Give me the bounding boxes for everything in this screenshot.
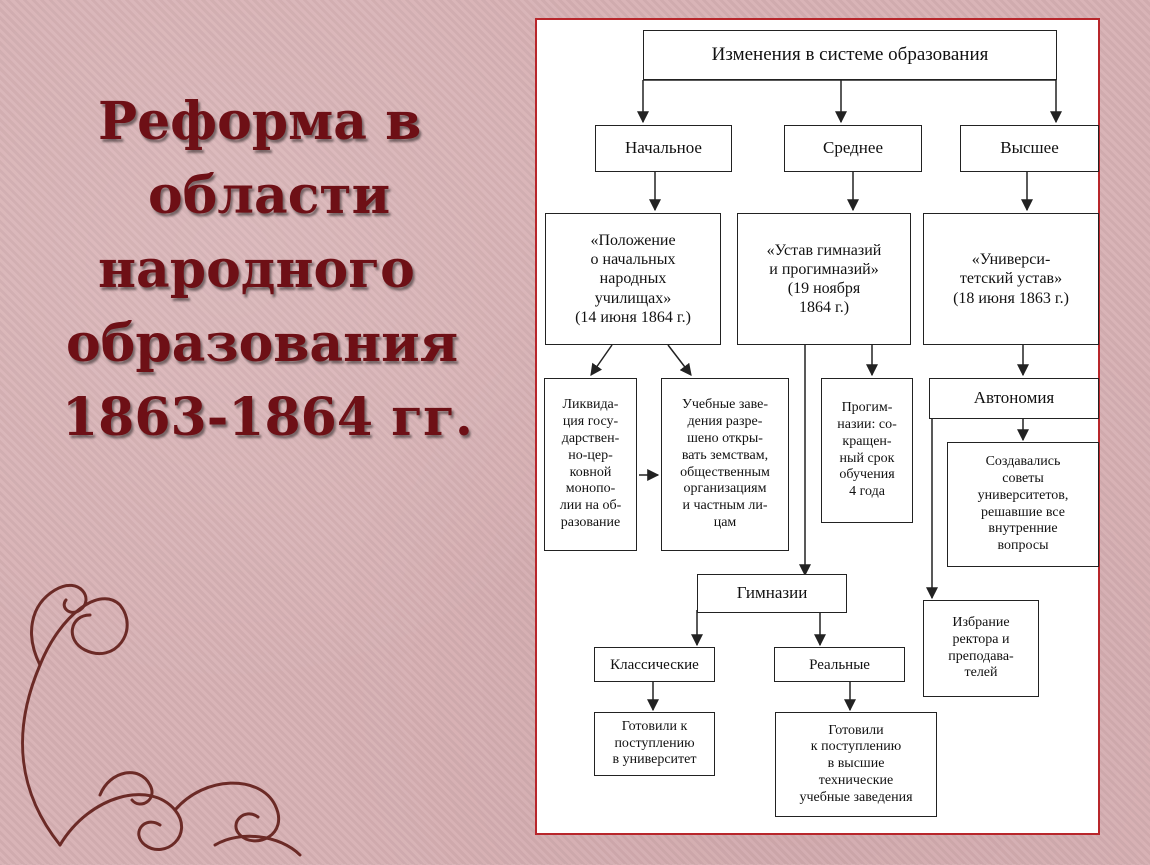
title-line-4: образования — [66, 313, 459, 374]
institutions-box: Учебные заве- дения разре- шено откры- в… — [661, 378, 789, 551]
gymnasium-box: Гимназии — [697, 574, 847, 613]
swirl-ornament-icon — [21, 583, 302, 857]
classical-box: Классические — [594, 647, 715, 682]
classical-goal-box: Готовили к поступлению в университет — [594, 712, 715, 776]
real-goal-box: Готовили к поступлению в высшие техничес… — [775, 712, 937, 817]
level-primary-box: Начальное — [595, 125, 732, 172]
progymnasium-box: Прогим- назии: со- кращен- ный срок обуч… — [821, 378, 913, 523]
monopoly-box: Ликвида- ция госу- дарствен- но-цер- ков… — [544, 378, 637, 551]
primary-document-box: «Положение о начальных народных училищах… — [545, 213, 721, 345]
root-box: Изменения в системе образования — [643, 30, 1057, 80]
level-higher-box: Высшее — [960, 125, 1099, 172]
secondary-document-box: «Устав гимназий и прогимназий» (19 ноябр… — [737, 213, 911, 345]
title-line-5: 1863-1864 гг. — [62, 387, 473, 448]
title-line-3: народного — [98, 239, 415, 300]
title-line-1: Реформа в — [98, 91, 422, 152]
slide-title: Реформа в области народного образования … — [60, 85, 510, 455]
level-secondary-box: Среднее — [784, 125, 922, 172]
title-line-2: области — [148, 165, 391, 226]
real-box: Реальные — [774, 647, 905, 682]
councils-box: Создавались советы университетов, решавш… — [947, 442, 1099, 567]
election-box: Избрание ректора и преподава- телей — [923, 600, 1039, 697]
higher-document-box: «Универси- тетский устав» (18 июня 1863 … — [923, 213, 1099, 345]
connector-lines — [590, 79, 1062, 712]
diagram-panel: Изменения в системе образования Начально… — [535, 18, 1100, 835]
autonomy-box: Автономия — [929, 378, 1099, 419]
